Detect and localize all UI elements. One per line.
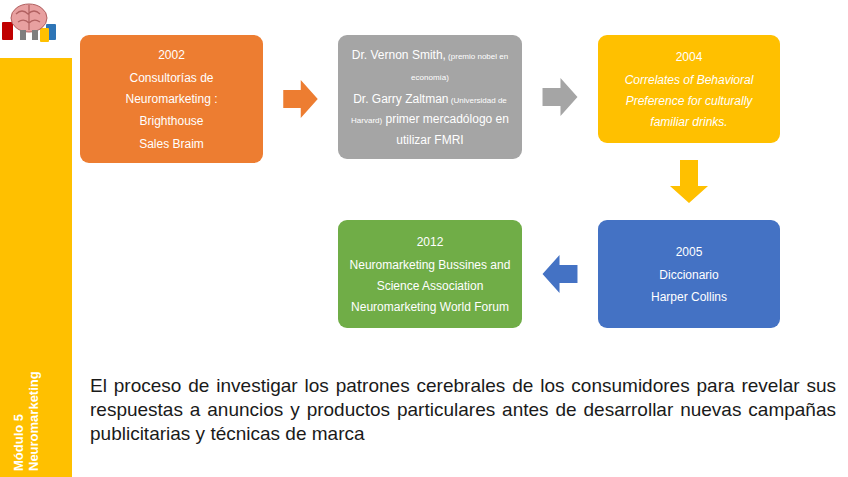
box-text: Dr. Vernon Smith, — [352, 48, 446, 62]
block-arrow — [543, 255, 578, 293]
text-line: Brighthouse — [139, 110, 203, 131]
text-line: 2005 — [676, 241, 703, 262]
brain-icon — [2, 4, 56, 42]
text-line: Neuromarketing Bussines and Science Asso… — [348, 254, 512, 316]
text-line: Consultorías de Neuromarketing : — [90, 67, 253, 109]
timeline-box: 2002Consultorías de Neuromarketing : Brig… — [80, 35, 263, 163]
band-label: Neuromarketing — [27, 271, 42, 471]
text-line: Dr. Garry Zaltman (Universidad de Harvar… — [348, 88, 512, 150]
text-line: Diccionario — [659, 264, 718, 285]
timeline-box: 2012Neuromarketing Bussines and Science … — [338, 220, 522, 328]
box-text: 2005 — [676, 245, 703, 259]
box-text: Dr. Garry Zaltman — [353, 92, 448, 106]
band-label: Módulo 5 — [12, 271, 27, 471]
box-text: Consultorías de Neuromarketing : — [125, 71, 217, 106]
text-line: 2004 — [676, 46, 703, 67]
box-text: Neuromarketing Bussines and Science Asso… — [350, 258, 511, 314]
box-text: Harper Collins — [651, 290, 727, 304]
side-band — [0, 58, 72, 477]
box-text: Brighthouse — [139, 114, 203, 128]
block-arrow — [670, 160, 708, 203]
text-line: Dr. Vernon Smith, (premio nobel en econo… — [348, 44, 512, 86]
timeline-box: 2005DiccionarioHarper Collins — [598, 220, 780, 328]
timeline-box: 2004Correlates of Behavioral Preference … — [598, 35, 780, 143]
box-text: 2002 — [158, 48, 185, 62]
text-line: 2012 — [417, 231, 444, 252]
module-label: Módulo 5Neuromarketing — [12, 271, 42, 471]
block-arrow — [283, 80, 318, 118]
box-text: primer mercadólogo en utilizar FMRI — [382, 112, 509, 147]
text-line: 2002 — [158, 44, 185, 65]
caption-text: El proceso de investigar los patrones ce… — [90, 374, 836, 445]
timeline-box: Dr. Vernon Smith, (premio nobel en econo… — [338, 35, 522, 159]
box-text: 2012 — [417, 235, 444, 249]
text-line: Correlates of Behavioral Preference for … — [608, 69, 770, 131]
box-text: Diccionario — [659, 268, 718, 282]
text-line: Sales Braim — [139, 133, 204, 154]
box-text: Sales Braim — [139, 137, 204, 151]
block-arrow — [543, 78, 578, 116]
box-text: 2004 — [676, 50, 703, 64]
box-text: Correlates of Behavioral Preference for … — [625, 73, 754, 129]
text-line: Harper Collins — [651, 286, 727, 307]
